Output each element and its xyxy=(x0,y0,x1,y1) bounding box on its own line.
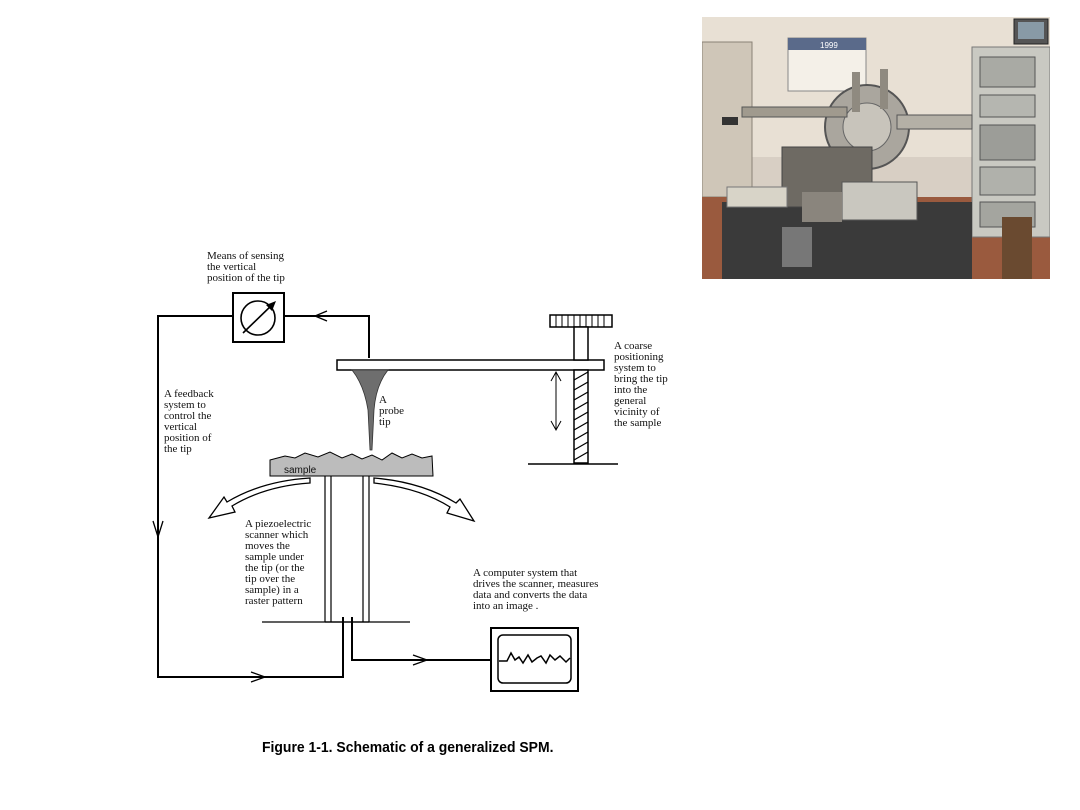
svg-text:1999: 1999 xyxy=(820,41,838,50)
flow-arrows xyxy=(152,310,429,683)
cantilever-beam xyxy=(336,359,605,371)
computer-monitor-icon xyxy=(490,627,579,692)
scan-motion-arrows xyxy=(207,477,476,523)
coarse-positioning-screw xyxy=(528,314,618,465)
spm-lab-photo: 1999 xyxy=(702,17,1050,279)
label-feedback: A feedback system to control the vertica… xyxy=(164,388,214,455)
probe-tip xyxy=(351,369,389,451)
label-probe-tip: A probe tip xyxy=(379,394,405,428)
label-sample: sample xyxy=(284,465,317,476)
label-computer-system: A computer system that drives the scanne… xyxy=(473,567,599,612)
sensing-meter-icon xyxy=(232,292,285,343)
feedback-loop xyxy=(157,315,490,678)
label-piezo-scanner: A piezoelectric scanner which moves the … xyxy=(245,518,312,607)
label-coarse-positioning: A coarse positioning system to bring the… xyxy=(614,340,668,429)
figure-caption: Figure 1-1. Schematic of a generalized S… xyxy=(262,739,554,756)
label-sensing: Means of sensing the vertical position o… xyxy=(207,250,285,284)
sample xyxy=(269,451,434,477)
piezo-scanner xyxy=(262,476,410,623)
